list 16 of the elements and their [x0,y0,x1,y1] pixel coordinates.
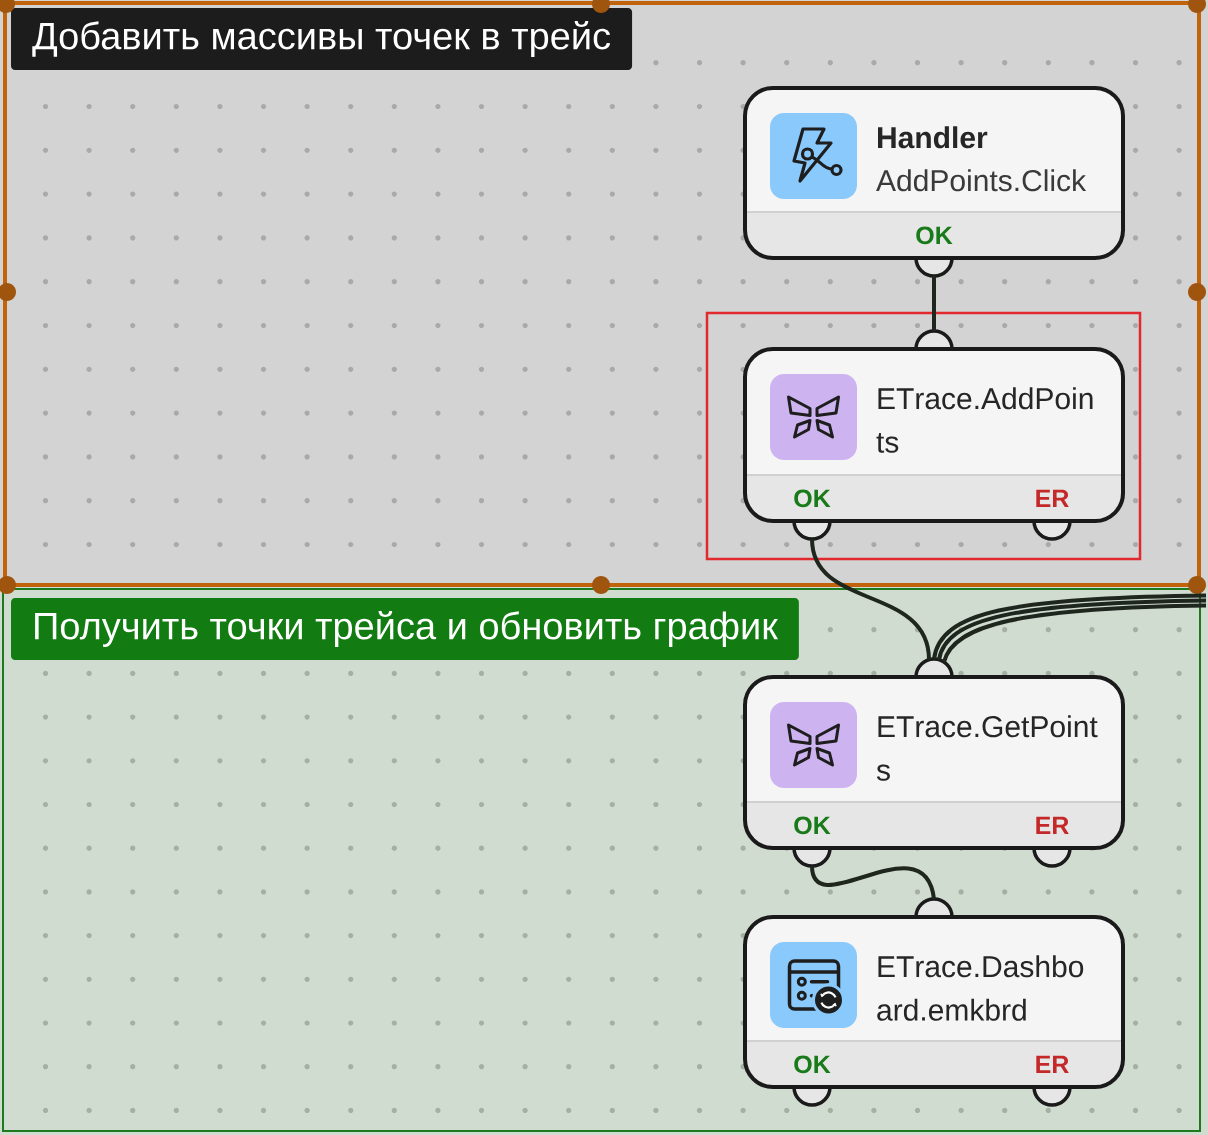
port-label: OK [916,226,953,245]
connector [932,276,936,331]
port-label: ER [1036,1055,1069,1073]
group-title: Добавить массивы точек в трейс [11,8,633,70]
node-title: Handler [878,126,988,149]
port-label: ER [1036,816,1069,834]
port-label: OK [794,489,831,508]
port-label: OK [794,1055,831,1074]
node-title: ETrace.Dashboard.emkbrd [877,955,1084,1021]
connector [810,538,931,660]
port-label: ER [1036,489,1069,507]
port-label: OK [794,816,831,835]
group-title: Получить точки трейса и обновить график [11,598,799,660]
node-title: ETrace.GetPoints [876,715,1098,781]
node-subtitle: AddPoints.Click [876,169,1087,192]
node-title: ETrace.AddPoints [876,387,1093,453]
